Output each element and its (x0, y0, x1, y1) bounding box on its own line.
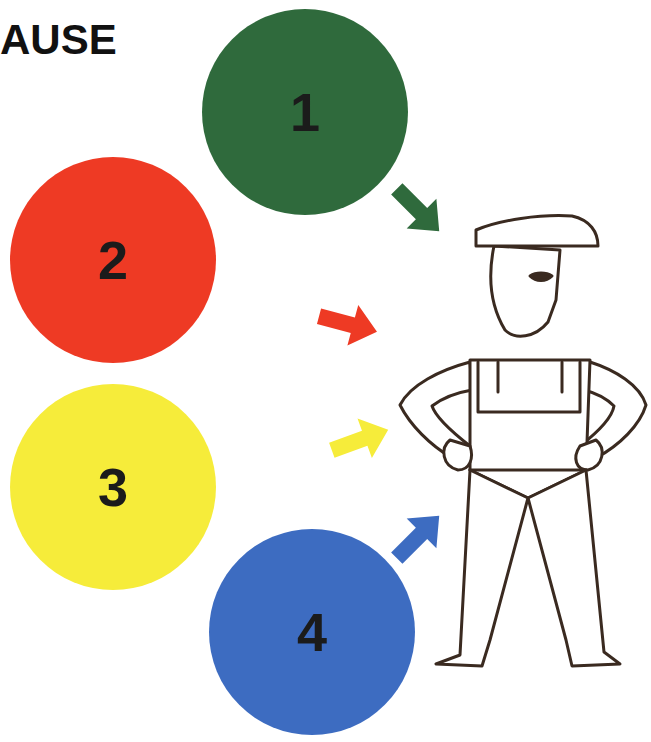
number-circle: 1 (202, 9, 408, 215)
number-circle: 4 (209, 529, 415, 735)
circle-fill (209, 529, 415, 735)
worker-figure (400, 216, 646, 666)
worker-legs (436, 470, 620, 666)
circle-number: 1 (202, 9, 408, 215)
circle-fill (10, 157, 216, 363)
yellow-arrow (325, 410, 396, 470)
circle-number: 2 (10, 157, 216, 363)
worker-hand-left (444, 440, 472, 470)
circle-number: 4 (209, 529, 415, 735)
circle-fill (202, 9, 408, 215)
worker-face (491, 246, 560, 336)
worker-hand-right (576, 440, 602, 470)
worker-cap (476, 216, 598, 246)
green-arrow (382, 174, 454, 246)
circle-number: 3 (10, 384, 216, 590)
worker-torso (470, 360, 590, 470)
circle-fill (10, 384, 216, 590)
number-circle: 3 (10, 384, 216, 590)
blue-arrow (382, 501, 454, 573)
diagram-title: AUSE (0, 16, 117, 64)
red-arrow (314, 296, 383, 352)
pointer-arrows (314, 174, 454, 573)
worker-eye (530, 273, 552, 281)
number-circle: 2 (10, 157, 216, 363)
